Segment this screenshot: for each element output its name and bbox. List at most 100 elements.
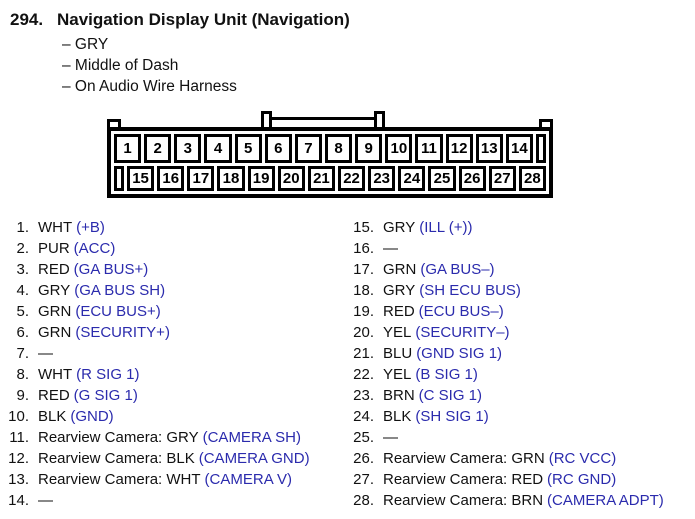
pin-list-item-6: 6.GRN(SECURITY+)	[5, 322, 350, 343]
connector-pin-18: 18	[217, 166, 245, 191]
pin-list-item-21: 21.BLU(GND SIG 1)	[350, 343, 664, 364]
pin-list-item-26: 26.Rearview Camera: GRN(RC VCC)	[350, 448, 664, 469]
pin-list-item-27: 27.Rearview Camera: RED(RC GND)	[350, 469, 664, 490]
pin-number: 1.	[16, 219, 29, 236]
connector-pin-2: 2	[144, 134, 172, 164]
pin-number: 3.	[16, 261, 29, 278]
wire-color: WHT	[38, 219, 73, 236]
pin-number: 28.	[353, 492, 374, 509]
wire-color: —	[38, 345, 53, 362]
pin-list-item-3: 3.RED(GA BUS+)	[5, 259, 350, 280]
wire-color: GRY	[38, 282, 71, 299]
signal-name: (ILL (+))	[419, 219, 473, 236]
signal-name: (R SIG 1)	[76, 366, 140, 383]
page-title: Navigation Display Unit (Navigation)	[57, 10, 350, 29]
signal-name: (SECURITY–)	[415, 324, 510, 341]
wire-color: YEL	[383, 366, 412, 383]
connector-pin-26: 26	[458, 166, 486, 191]
pin-number: 27.	[353, 471, 374, 488]
wire-color: —	[383, 429, 398, 446]
signal-name: (ECU BUS–)	[418, 303, 504, 320]
pin-number: 9.	[16, 387, 29, 404]
pin-number: 5.	[16, 303, 29, 320]
pin-number: 20.	[353, 324, 374, 341]
connector-pin-23: 23	[368, 166, 396, 191]
pin-number: 16.	[353, 240, 374, 257]
pin-list-item-11: 11.Rearview Camera: GRY(CAMERA SH)	[5, 427, 350, 448]
wire-color: GRN	[383, 261, 417, 278]
connector-pin-8: 8	[324, 134, 353, 164]
pin-number: 23.	[353, 387, 374, 404]
signal-name: (ECU BUS+)	[75, 303, 161, 320]
note-location: – Middle of Dash	[62, 57, 179, 74]
wire-color: Rearview Camera: BRN	[383, 492, 544, 509]
pin-list-item-7: 7.—	[5, 343, 350, 364]
signal-name: (GA BUS+)	[73, 261, 149, 278]
connector-pin-19: 19	[247, 166, 275, 191]
pin-list-item-14: 14.—	[5, 490, 350, 511]
pin-number: 15.	[353, 219, 374, 236]
connector-pin-7: 7	[294, 134, 322, 164]
header-text-block: Navigation Display Unit (Navigation) – G…	[57, 8, 350, 97]
signal-name: (SECURITY+)	[75, 324, 170, 341]
pin-list-item-4: 4.GRY(GA BUS SH)	[5, 280, 350, 301]
pin-list-item-22: 22.YEL(B SIG 1)	[350, 364, 664, 385]
wire-color: GRY	[383, 219, 416, 236]
pin-number: 10.	[8, 408, 29, 425]
pinout-column-left: 1.WHT(+B) 2.PUR(ACC) 3.RED(GA BUS+) 4.GR…	[5, 217, 350, 511]
signal-name: (SH SIG 1)	[415, 408, 489, 425]
pin-number: 13.	[8, 471, 29, 488]
connector-pin-15: 15	[127, 166, 155, 191]
signal-name: (SH ECU BUS)	[419, 282, 521, 299]
connector-pin-12: 12	[445, 134, 473, 164]
wire-color: BLK	[38, 408, 67, 425]
connector-diagram: 1 2 3 4 5 6 7 8 9 10 11 12 13 14 15 16 1…	[107, 111, 553, 198]
connector-pin-1: 1	[114, 134, 142, 164]
connector-pin-28: 28	[518, 166, 546, 191]
connector-pin-20: 20	[277, 166, 305, 191]
wire-color: Rearview Camera: BLK	[38, 450, 195, 467]
signal-name: (CAMERA V)	[204, 471, 293, 488]
pin-list-item-17: 17.GRN(GA BUS–)	[350, 259, 664, 280]
signal-name: (RC VCC)	[548, 450, 617, 467]
wire-color: —	[383, 240, 398, 257]
pin-list-item-20: 20.YEL(SECURITY–)	[350, 322, 664, 343]
connector-pin-3: 3	[174, 134, 202, 164]
connector-row-top: 1 2 3 4 5 6 7 8 9 10 11 12 13 14	[114, 134, 546, 164]
signal-name: (C SIG 1)	[418, 387, 483, 404]
connector-pin-14: 14	[505, 134, 533, 164]
pin-list-item-5: 5.GRN(ECU BUS+)	[5, 301, 350, 322]
connector-pin-6: 6	[264, 134, 292, 164]
note-harness: – On Audio Wire Harness	[62, 78, 237, 95]
signal-name: (RC GND)	[547, 471, 617, 488]
connector-notes: – GRY – Middle of Dash – On Audio Wire H…	[62, 34, 350, 97]
pin-number: 12.	[8, 450, 29, 467]
signal-name: (B SIG 1)	[415, 366, 478, 383]
connector-keyway-right	[535, 134, 546, 164]
signal-name: (+B)	[76, 219, 105, 236]
pin-list-item-8: 8. WHT(R SIG 1)	[5, 364, 350, 385]
pin-list-item-18: 18.GRY(SH ECU BUS)	[350, 280, 664, 301]
pin-number: 14.	[8, 492, 29, 509]
wire-color: RED	[38, 387, 70, 404]
signal-name: (GND)	[70, 408, 114, 425]
connector-pin-9: 9	[355, 134, 383, 164]
wire-color: BLU	[383, 345, 413, 362]
connector-pin-16: 16	[157, 166, 185, 191]
connector-pin-13: 13	[475, 134, 503, 164]
pin-number: 19.	[353, 303, 374, 320]
signal-name: (G SIG 1)	[73, 387, 138, 404]
signal-name: (CAMERA GND)	[198, 450, 310, 467]
pin-list-item-19: 19.RED(ECU BUS–)	[350, 301, 664, 322]
pin-list-item-10: 10. BLK(GND)	[5, 406, 350, 427]
wire-color: Rearview Camera: WHT	[38, 471, 201, 488]
wire-color: WHT	[38, 366, 73, 383]
connector-pin-17: 17	[187, 166, 215, 191]
pin-list-item-12: 12. Rearview Camera: BLK(CAMERA GND)	[5, 448, 350, 469]
pin-list-item-16: 16. —	[350, 238, 664, 259]
connector-pin-22: 22	[337, 166, 366, 191]
pin-number: 8.	[16, 366, 29, 383]
pin-list-item-1: 1. WHT(+B)	[5, 217, 350, 238]
connector-row-bottom: 15 16 17 18 19 20 21 22 23 24 25 26 27 2…	[114, 166, 546, 191]
connector-pin-11: 11	[415, 134, 443, 164]
